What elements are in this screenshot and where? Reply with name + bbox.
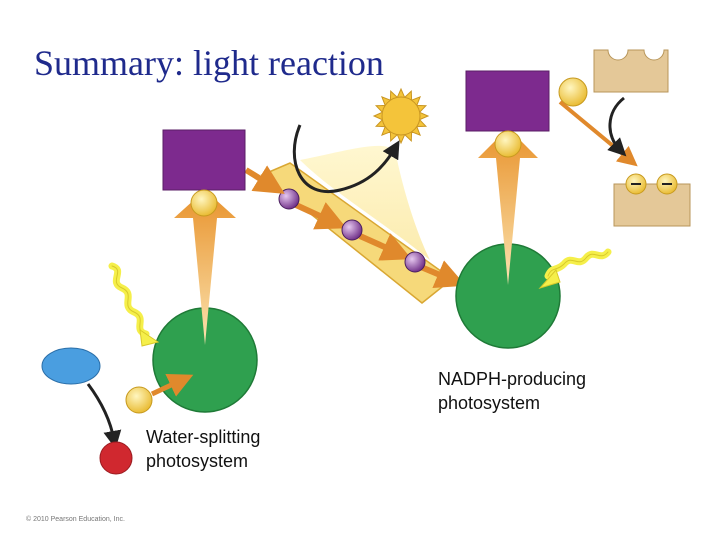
chain-arrow-1 (294, 202, 347, 230)
electron-to-enzyme (558, 77, 588, 107)
electron-transport-chain (260, 162, 466, 304)
copyright-notice: © 2010 Pearson Education, Inc. (26, 516, 125, 523)
reaction-center-left (162, 129, 246, 191)
electron-carrier-2 (341, 219, 363, 241)
excited-electron-right (494, 130, 522, 158)
nadp-reductase-bottom (613, 173, 691, 227)
energy-up-arrow-right (478, 128, 538, 285)
sun-icon (372, 87, 430, 145)
nadp-reductase-top (593, 49, 669, 93)
curved-arrow-enzyme (607, 96, 627, 157)
excited-electron-left (190, 189, 218, 217)
nadph-label-line-2: photosystem (438, 393, 541, 413)
nadph-producing-photosystem (455, 70, 612, 349)
curved-arrow-to-sun (292, 124, 400, 193)
water-label-line-2: photosystem (146, 451, 249, 471)
nadph-label-line-1: NADPH-producing (438, 369, 587, 389)
light-wave-left-head (139, 328, 160, 347)
arrow-electron-to-ps2 (150, 373, 194, 397)
reaction-center-right (465, 70, 550, 132)
water-photosystem-label: Water-splitting photosystem (146, 425, 260, 473)
arrow-electron-to-enzyme (558, 100, 638, 167)
released-electron (125, 386, 153, 414)
light-wave-right-head (538, 269, 561, 289)
electron-carrier-1 (278, 188, 300, 210)
electron-carrier-3 (404, 251, 426, 273)
arrow-rc1-to-chain (244, 165, 285, 194)
arrow-water-to-product (86, 383, 122, 449)
water-molecule (41, 347, 101, 385)
oxygen-product (99, 441, 133, 475)
water-splitting-photosystem (108, 129, 258, 413)
energy-up-arrow-left (174, 190, 236, 345)
nadph-photosystem-label: NADPH-producing photosystem (438, 367, 586, 415)
energy-glow (300, 145, 430, 260)
page-title: Summary: light reaction (34, 43, 384, 83)
water-label-line-1: Water-splitting (146, 427, 261, 447)
chain-arrow-3 (419, 260, 466, 289)
chain-arrow-2 (358, 233, 412, 261)
